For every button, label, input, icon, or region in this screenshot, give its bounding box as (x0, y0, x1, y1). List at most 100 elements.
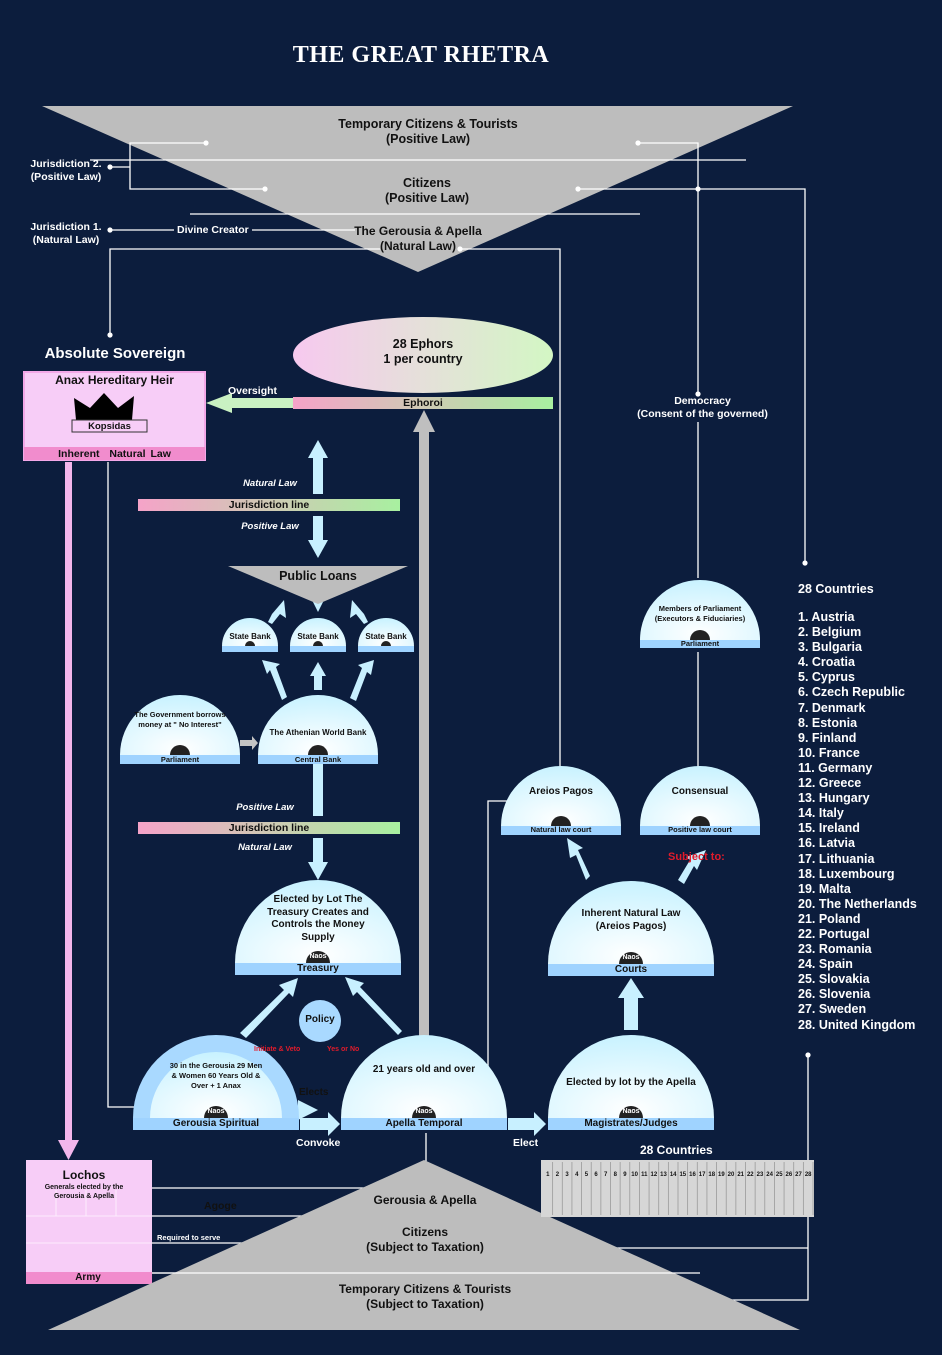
country-item: 10. France (798, 745, 860, 760)
country-item: 2. Belgium (798, 625, 862, 640)
flow-arrows (240, 440, 706, 1136)
policy-label: Policy (305, 1014, 335, 1025)
country-cell: 15 (679, 1172, 687, 1178)
state-bank-2: State Bank (297, 632, 339, 641)
upper-jurisdiction-bar (138, 499, 400, 511)
country-cell: 22 (746, 1172, 754, 1178)
agoge-label: Agoge (204, 1200, 237, 1212)
bottom-tier2: Citizens(Subject to Taxation) (366, 1225, 484, 1254)
lochos-sub: Generals elected by the Gerousia & Apell… (44, 1184, 124, 1200)
policy-yes-no: Yes or No (327, 1046, 360, 1053)
crown-icon (74, 393, 134, 420)
country-cell: 7 (603, 1172, 608, 1178)
countries-list-title: 28 Countries (798, 582, 874, 596)
country-cell: 19 (718, 1172, 725, 1178)
kopsidas-label: Kopsidas (88, 421, 131, 432)
oversight-arrow (206, 393, 293, 413)
country-cell: 17 (698, 1172, 706, 1178)
policy-initiate-veto: Initiate & Veto (254, 1046, 301, 1053)
country-item: 6. Czech Republic (798, 685, 905, 700)
country-item: 9. Finland (798, 730, 857, 745)
parliament-members-base: Parliament (680, 639, 720, 648)
apella-ephors-arrow (413, 410, 435, 1040)
apella-naos: Naos (415, 1108, 433, 1115)
country-cell: 25 (775, 1172, 783, 1178)
lower-positive-law: Positive Law (236, 802, 294, 813)
country-cell: 11 (641, 1172, 648, 1178)
lower-natural-law: Natural Law (238, 842, 292, 853)
subject-to-label: Subject to: (668, 851, 725, 863)
country-cell: 2 (555, 1172, 560, 1178)
elect-label: Elect (513, 1137, 539, 1149)
country-cell: 14 (669, 1172, 677, 1178)
bottom-tier1: Gerousia & Apella (373, 1193, 477, 1207)
treasury-naos: Naos (309, 953, 327, 960)
democracy-label: Democracy(Consent of the governed) (637, 395, 768, 420)
country-cell: 10 (631, 1172, 638, 1178)
policy-circle (299, 1000, 341, 1042)
country-cell: 23 (756, 1172, 764, 1178)
apella-text: 21 years old and over (372, 1064, 476, 1075)
army-arrow (58, 462, 79, 1160)
country-cell: 20 (727, 1172, 735, 1178)
country-item: 12. Greece (798, 776, 862, 791)
country-item: 20. The Netherlands (798, 896, 917, 911)
courts-base: Courts (614, 964, 648, 975)
country-cell: 1 (546, 1172, 550, 1178)
countries-strip (541, 1160, 814, 1217)
bottom-pyramid (48, 1160, 800, 1330)
country-item: 25. Slovakia (798, 972, 870, 987)
top-pyramid (42, 106, 793, 272)
gerousia-text: 30 in the Gerousia 29 Men & Women 60 Yea… (169, 1061, 263, 1090)
country-item: 23. Romania (798, 942, 872, 957)
country-item: 27. Sweden (798, 1002, 867, 1017)
magistrates-naos: Naos (622, 1108, 640, 1115)
country-cell: 6 (594, 1172, 598, 1178)
country-item: 3. Bulgaria (798, 640, 862, 655)
countries-strip-title: 28 Countries (640, 1143, 713, 1157)
lower-jurisdiction-bar (138, 822, 400, 834)
country-cell: 13 (660, 1172, 667, 1178)
country-item: 26. Slovenia (798, 987, 871, 1002)
elects-label: Elects (299, 1087, 329, 1098)
absolute-sovereign-label: Absolute Sovereign (44, 345, 186, 362)
country-item: 15. Ireland (798, 821, 860, 836)
upper-jurisdiction-label: Jurisdiction line (228, 499, 310, 511)
domes (120, 580, 760, 1130)
country-cell: 18 (708, 1172, 716, 1178)
courts-text: Inherent Natural Law (Areios Pagos) (581, 908, 681, 932)
magistrates-base: Magistrates/Judges (584, 1118, 678, 1129)
parliament-members-text: Members of Parliament (Executors & Fiduc… (654, 604, 746, 623)
top-tier3: The Gerousia & Apella(Natural Law) (354, 224, 482, 253)
oversight-label: Oversight (228, 385, 278, 397)
apella-base: Apella Temporal (385, 1118, 463, 1129)
consensual-base: Positive law court (668, 825, 732, 834)
country-cell: 3 (565, 1172, 569, 1178)
country-item: 28. United Kingdom (798, 1017, 916, 1032)
country-item: 1. Austria (798, 610, 855, 624)
consensual-text: Consensual (671, 786, 729, 797)
country-cell: 21 (737, 1172, 744, 1178)
page-title: THE GREAT RHETRA (292, 42, 550, 68)
jurisdiction-2-label: Jurisdiction 2.(Positive Law) (30, 158, 102, 183)
country-item: 4. Croatia (798, 655, 855, 670)
country-cell: 24 (766, 1172, 773, 1178)
lochos-title: Lochos (62, 1168, 106, 1182)
areios-pagos-text: Areios Pagos (529, 786, 593, 797)
divine-creator-label: Divine Creator (174, 224, 252, 236)
country-item: 14. Italy (798, 806, 844, 821)
country-cell: 16 (689, 1172, 696, 1178)
anax-footer: Inherent Natural Law (58, 448, 171, 460)
areios-pagos-base: Natural law court (530, 825, 592, 834)
country-cell: 4 (575, 1172, 579, 1178)
bottom-tier3: Temporary Citizens & Tourists(Subject to… (338, 1282, 512, 1311)
lochos-box (26, 1160, 152, 1284)
country-cell: 8 (613, 1172, 617, 1178)
country-item: 21. Poland (798, 911, 861, 926)
treasury-base: Treasury (297, 963, 339, 974)
required-to-serve-label: Required to serve (157, 1233, 221, 1242)
